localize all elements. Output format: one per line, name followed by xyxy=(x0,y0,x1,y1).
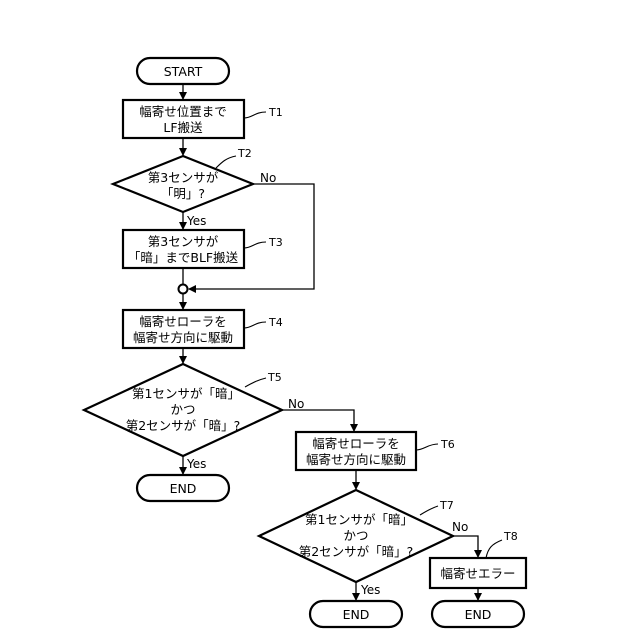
t5-no-label: No xyxy=(288,397,304,411)
t5-line2: かつ xyxy=(170,402,195,417)
t7-ref: T7 xyxy=(439,499,454,512)
end-terminal-2: END xyxy=(310,601,402,627)
t7-line3: 第2センサが「暗」? xyxy=(299,544,414,559)
t2-yes-label: Yes xyxy=(186,214,206,228)
t8-ref: T8 xyxy=(503,530,518,543)
step-t3: 第3センサが 「暗」までBLF搬送 xyxy=(123,230,244,268)
t7-yes-label: Yes xyxy=(360,583,380,597)
t5-leader xyxy=(245,378,266,387)
start-terminal: START xyxy=(137,58,229,84)
t6-leader xyxy=(416,444,438,450)
t1-line2: LF搬送 xyxy=(163,120,203,135)
t7-line2: かつ xyxy=(343,528,368,543)
t4-line1: 幅寄せローラを xyxy=(139,314,227,329)
t6-line1: 幅寄せローラを xyxy=(312,436,400,451)
end-terminal-3: END xyxy=(432,601,524,627)
end-terminal-1: END xyxy=(137,475,229,501)
start-label: START xyxy=(164,64,203,79)
t1-leader xyxy=(244,112,266,118)
t6-line2: 幅寄せ方向に駆動 xyxy=(306,452,406,467)
t2-leader xyxy=(216,156,236,168)
t2-ref: T2 xyxy=(237,147,252,160)
t5-ref: T5 xyxy=(267,371,282,384)
decision-t5: 第1センサが「暗」 かつ 第2センサが「暗」? xyxy=(84,364,282,456)
t5-yes-label: Yes xyxy=(186,457,206,471)
t3-ref: T3 xyxy=(268,236,283,249)
end3-label: END xyxy=(465,607,492,622)
end2-label: END xyxy=(343,607,370,622)
t7-leader xyxy=(420,506,438,515)
t8-line1: 幅寄せエラー xyxy=(440,566,515,581)
t6-ref: T6 xyxy=(440,438,455,451)
end1-label: END xyxy=(170,481,197,496)
t4-leader xyxy=(244,322,266,328)
decision-t7: 第1センサが「暗」 かつ 第2センサが「暗」? xyxy=(259,490,453,582)
t7-no-label: No xyxy=(452,520,468,534)
arrow-t7-no xyxy=(453,536,478,557)
t3-leader xyxy=(244,242,266,248)
t7-line1: 第1センサが「暗」 xyxy=(305,512,413,527)
step-t1: 幅寄せ位置まで LF搬送 xyxy=(123,100,244,138)
t4-line2: 幅寄せ方向に駆動 xyxy=(133,330,233,345)
t2-no-label: No xyxy=(260,171,276,185)
step-t8: 幅寄せエラー xyxy=(430,558,526,588)
t3-line2: 「暗」までBLF搬送 xyxy=(128,250,239,265)
step-t4: 幅寄せローラを 幅寄せ方向に駆動 xyxy=(123,310,244,348)
arrow-t5-no xyxy=(282,410,354,431)
decision-t2: 第3センサが 「明」? xyxy=(113,156,253,212)
t2-line2: 「明」? xyxy=(161,186,205,201)
t3-line1: 第3センサが xyxy=(148,234,219,249)
t1-line1: 幅寄せ位置まで xyxy=(139,104,227,119)
merge-connector xyxy=(179,285,188,294)
t5-line1: 第1センサが「暗」 xyxy=(132,386,240,401)
t4-ref: T4 xyxy=(268,316,283,329)
t2-line1: 第3センサが xyxy=(148,170,219,185)
t8-leader xyxy=(486,540,502,558)
t5-line3: 第2センサが「暗」? xyxy=(126,418,241,433)
t1-ref: T1 xyxy=(268,106,283,119)
step-t6: 幅寄せローラを 幅寄せ方向に駆動 xyxy=(296,432,416,470)
